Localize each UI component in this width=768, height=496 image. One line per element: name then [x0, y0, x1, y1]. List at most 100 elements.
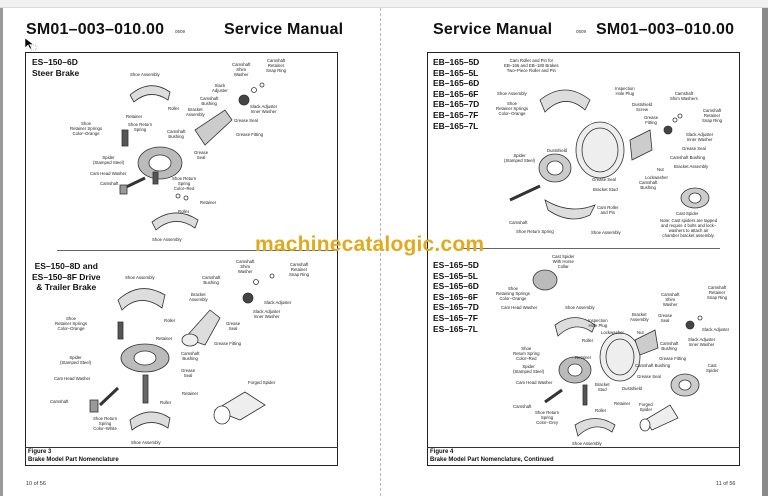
part-label: Camshaft Retainer Snap Ring [707, 285, 728, 300]
part-label: Shoe Return Spring [516, 229, 554, 234]
figure-title: Brake Model Part Nomenclature, Continued [430, 456, 554, 463]
revision: 0509 [576, 29, 587, 34]
part-label: Forged Spider [639, 402, 653, 412]
part-label: Grease Seal [592, 177, 616, 182]
part-label: Spider (Stamped Steel) [513, 364, 545, 374]
figure-4-bottom-drawing [532, 269, 703, 437]
part-label: Cam Head Washer [501, 305, 538, 310]
model-list: ES–165–5D ES–165–5L ES–165–6D ES–165–6F … [433, 260, 479, 334]
part-label: Camshaft Bushing [639, 180, 658, 190]
part-label: Cam Head Washer [90, 171, 127, 176]
part-label: Lockwasher [601, 330, 624, 335]
part-label: Spider (Stamped Steel) [60, 355, 92, 365]
part-label: Grease Seal [658, 313, 673, 323]
part-label: Shoe Retainer Springs Color–Orange [70, 121, 103, 136]
part-label: Grease Seal [181, 368, 196, 378]
part-label: Nut [657, 167, 664, 172]
part-label: Camshaft Bushing [670, 155, 706, 160]
part-label: Camshaft Bushing [167, 129, 186, 139]
part-label: Grease Seal [226, 321, 241, 331]
part-label: Grease Fitting [214, 341, 241, 346]
part-label: Camshaft [513, 404, 532, 409]
figure-number: Figure 3 [28, 449, 52, 455]
part-label: Camshaft Shim Washer [236, 259, 255, 274]
part-label: Cam Head Washer [54, 376, 91, 381]
part-label: Shoe Return Spring Color–Red [172, 176, 197, 191]
part-label: Camshaft Bushing [660, 341, 679, 351]
figure-divider [57, 250, 338, 251]
part-label: Grease Seal [682, 146, 706, 151]
part-label: Grease Fitting [644, 115, 659, 125]
part-label: Retainer [614, 401, 631, 406]
part-label: Cam Roller and Pin for EB–166 and EB–180… [504, 58, 559, 73]
part-label: Camshaft Retainer Snap Ring [702, 108, 723, 123]
part-label: Dustshield [547, 148, 568, 153]
part-label: Dustshield Screw [632, 102, 653, 112]
part-label: Grease Fitting [659, 356, 686, 361]
part-label: Slack Adjuster Inner Washer [253, 309, 281, 319]
part-label: Camshaft Bushing [181, 351, 200, 361]
part-label: Shoe Retainer Springs Color–Orange [55, 316, 88, 331]
part-label: Cam Head Washer [516, 380, 553, 385]
part-label: Camshaft Retainer Snap Ring [289, 262, 310, 277]
figure-3-frame [25, 52, 338, 466]
model-list: ES–150–8D and ES–150–8F Drive & Trailer … [32, 261, 101, 293]
part-label: Retainer [200, 200, 217, 205]
part-label: Shoe Assembly [125, 275, 155, 280]
part-label: Slack Adjuster [264, 300, 292, 305]
part-label: Spider (Stamped Steel) [93, 155, 125, 165]
doc-number: SM01–003–010.00 [596, 21, 735, 38]
part-label: Bracket Assembly [630, 312, 649, 322]
part-label: Cast Spider With Horse Collar [552, 254, 575, 269]
figure-divider [462, 248, 720, 249]
part-label: Shoe Return Spring Color–White [93, 416, 118, 431]
part-label: Bracket Stud [593, 187, 618, 192]
part-label: Grease Fitting [236, 132, 263, 137]
part-label: Inspection Hole Plug [588, 318, 608, 328]
part-label: Slack Adjuster [702, 327, 730, 332]
part-label: Shoe Assembly [497, 91, 527, 96]
part-label: Shoe Retaining Springs Color–Orange [496, 286, 530, 301]
part-label: Slack Adjuster Inner Washer [688, 337, 716, 347]
part-label: Cam Roller and Pin [597, 205, 619, 215]
part-label: Shoe Assembly [131, 440, 161, 445]
mouse-cursor-icon [24, 37, 37, 51]
part-label: Camshaft Shim Washer [661, 292, 680, 307]
part-label: Roller [178, 209, 190, 214]
model-list: EB–165–5D EB–165–5L EB–165–6D EB–165–6F … [433, 57, 480, 131]
viewer-left-edge [0, 8, 3, 496]
part-label: Shoe Assembly [130, 72, 160, 77]
part-label: Retainer [126, 114, 143, 119]
viewer-scrollbar[interactable] [762, 8, 768, 496]
part-label: Shoe Retainer Springs Color–Orange [496, 101, 529, 116]
part-label: Camshaft Retainer Snap Ring [266, 58, 287, 73]
part-label: Roller [595, 408, 607, 413]
part-label: Cast Spider [676, 211, 699, 216]
page-number: 11 of 56 [716, 481, 736, 487]
figure-title: Brake Model Part Nomenclature [28, 456, 119, 463]
part-label: Camshaft Shim Washers [670, 91, 698, 101]
page-number: 10 of 56 [26, 481, 46, 487]
part-label: Slack Adjuster Inner Washer [686, 132, 714, 142]
page-gutter [380, 8, 381, 496]
part-label: Camshaft [100, 181, 119, 186]
part-label: Camshaft Shim Washer [232, 62, 251, 77]
page-title: Service Manual [433, 21, 553, 38]
part-label: Shoe Assembly [152, 237, 182, 242]
part-label: Retainer [182, 391, 199, 396]
caption-rule [427, 447, 740, 448]
viewer-toolbar [0, 0, 768, 8]
part-label: Roller [168, 106, 180, 111]
figure-number: Figure 4 [430, 449, 454, 455]
cast-spider-note: Note: Cast spiders are tapped and requir… [660, 218, 718, 238]
part-label: Cast Spider [706, 363, 719, 373]
part-label: Grease Seal [234, 118, 258, 123]
part-label: Shoe Assembly [591, 230, 621, 235]
watermark: machinecatalogic.com [255, 233, 485, 256]
caption-rule [25, 447, 338, 448]
part-label: Camshaft Bushing [200, 96, 219, 106]
figure-4-top-drawing [509, 89, 710, 220]
